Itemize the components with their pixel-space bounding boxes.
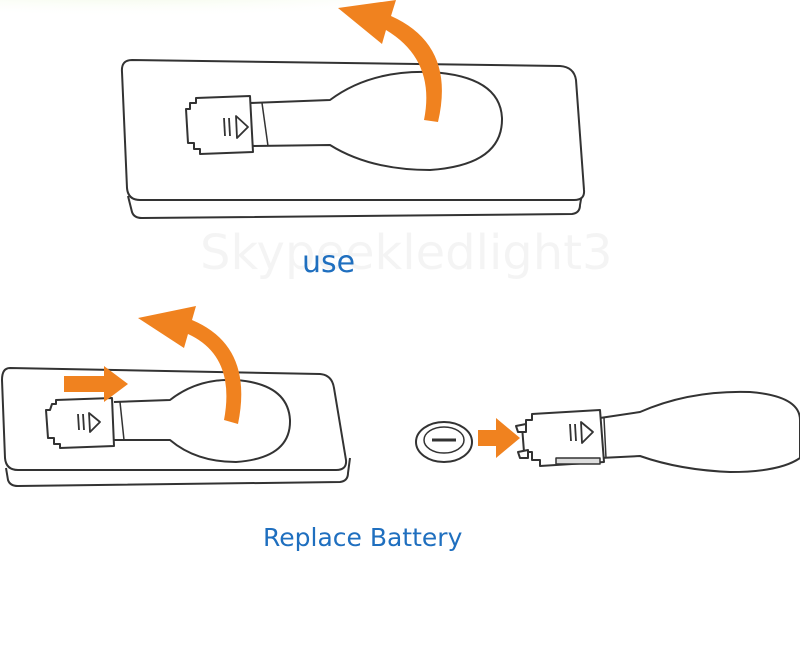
battery-tray-icon	[515, 390, 800, 473]
insert-right-arrow	[478, 418, 520, 458]
corner-tint	[0, 0, 370, 22]
curved-lift-arrow-top	[338, 0, 442, 122]
caption-replace-battery: Replace Battery	[263, 523, 463, 552]
curved-lift-arrow-bottom	[138, 306, 242, 424]
card-light-top-icon	[120, 59, 586, 219]
caption-use: use	[302, 245, 356, 280]
coin-battery-icon	[415, 421, 473, 463]
card-light-bottom-icon	[1, 367, 351, 487]
push-right-arrow	[64, 366, 128, 402]
